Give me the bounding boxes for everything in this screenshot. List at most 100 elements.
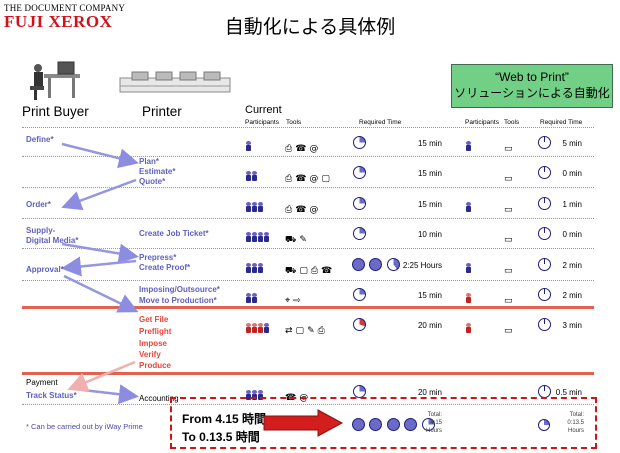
wtp-participants-header: Participants (465, 119, 499, 126)
wtp-tools-row-7: ▭ (504, 320, 516, 338)
reduction-arrow-icon (263, 409, 344, 437)
crosshair-icon: ⌖ (285, 296, 291, 306)
wtp-time-row-6: 2 min (562, 291, 582, 300)
web-to-print-subtitle: ソリューションによる自動化 (454, 86, 610, 100)
logo-tagline: THE DOCUMENT COMPANY (4, 3, 126, 13)
wtp-tools-row-4: ▭ (504, 229, 516, 247)
time-clocks-row-5 (352, 258, 400, 276)
wtp-tools-row-3: ▭ (504, 199, 516, 217)
time-row-2: 15 min (417, 169, 442, 178)
wtp-clock-row-1 (538, 136, 551, 154)
tools-row-7: ⇄▢✎⎙ (285, 320, 328, 338)
arrow-right-icon: ⇨ (293, 296, 301, 306)
time-row-5: 2:25 Hours (402, 261, 442, 270)
fax-icon: ☎ (295, 174, 307, 184)
participants-row-2 (246, 168, 258, 186)
step-quote: Quote* (139, 177, 166, 186)
step-estimate: Estimate* (139, 167, 176, 176)
edit-icon: ✎ (307, 326, 315, 336)
wtp-participants-row-1 (466, 138, 472, 156)
at-icon: @ (309, 205, 319, 215)
summary-from: From 4.15 時間 (182, 412, 267, 426)
page-title: 自動化による具体例 (224, 17, 396, 38)
step-create-proof: Create Proof* (139, 263, 191, 272)
summary-box (170, 397, 597, 449)
wtp-tools-header: Tools (504, 119, 520, 126)
delivery-icon: ⛟ (285, 235, 297, 245)
participants-row-5 (246, 260, 264, 278)
wtp-tools-row-2: ▭ (504, 168, 516, 186)
time-row-7: 20 min (417, 321, 442, 330)
step-produce: Produce (139, 361, 172, 370)
transfer-icon: ⇄ (285, 326, 293, 336)
print-buyer-illustration (30, 61, 80, 100)
wtp-tools-row-1: ▭ (504, 138, 516, 156)
row-divider (22, 156, 594, 157)
current-header: Current (245, 104, 282, 116)
time-row-8: 20 min (417, 388, 442, 397)
step-move-to-production: Move to Production* (139, 296, 217, 305)
wtp-time-row-8: 0.5 min (555, 388, 582, 397)
step-verify: Verify (139, 350, 161, 359)
wtp-summary-total-value: 0:13.5 (567, 420, 584, 426)
time-clock-row-2 (353, 166, 366, 184)
printer-icon: ⎙ (317, 326, 325, 336)
wtp-time-row-3: 1 min (562, 200, 582, 209)
row-divider (22, 187, 594, 188)
step-approval: Approval* (26, 265, 64, 274)
step-order: Order* (26, 200, 51, 209)
wtp-clock-row-6 (538, 288, 551, 306)
summary-total-value: 4:15 (430, 420, 442, 426)
step-preflight: Preflight (139, 327, 172, 336)
person-icon (246, 141, 251, 151)
computer-icon: ▭ (504, 205, 513, 215)
edit-icon: ✎ (299, 235, 307, 245)
participants-row-3 (246, 199, 264, 217)
time-clock-row-4 (353, 227, 366, 245)
web-to-print-title: “Web to Print” (495, 70, 569, 84)
participants-row-6 (246, 290, 258, 308)
fax-icon: ☎ (321, 266, 333, 276)
printer-press-illustration (119, 71, 231, 93)
web-to-print-box: “Web to Print” ソリューションによる自動化 (451, 64, 613, 108)
tools-row-1: ⎙☎@ (285, 138, 321, 156)
step-define: Define* (26, 135, 54, 144)
print-buyer-header: Print Buyer (22, 104, 89, 119)
computer-icon: ▭ (504, 266, 513, 276)
wtp-time-row-1: 5 min (562, 139, 582, 148)
wtp-time-row-5: 2 min (562, 261, 582, 270)
document-icon: ▢ (321, 174, 330, 184)
wtp-summary-clock (538, 418, 550, 436)
wtp-participants-row-5 (466, 260, 472, 278)
wtp-time-row-2: 0 min (562, 169, 582, 178)
time-clock-row-7 (353, 318, 366, 336)
computer-icon: ▭ (504, 174, 513, 184)
time-clock-row-6 (353, 288, 366, 306)
document-icon: ▢ (295, 326, 305, 336)
participants-row-7 (246, 320, 270, 338)
summary-to: To 0.13.5 時間 (182, 430, 260, 444)
tools-row-3: ⎙☎@ (285, 199, 321, 217)
required-time-header: Required Time (359, 119, 402, 126)
tools-row-5: ⛟▢⎙☎ (285, 260, 335, 278)
computer-icon: ▭ (504, 296, 513, 306)
participants-header: Participants (245, 119, 279, 126)
delivery-icon: ⛟ (285, 266, 297, 276)
production-divider-bottom (22, 372, 594, 375)
wtp-participants-row-6 (466, 290, 472, 308)
document-icon: ▢ (299, 266, 308, 276)
participants-row-4 (246, 229, 270, 247)
step-payment: Payment (26, 378, 58, 387)
step-track-status: Track Status* (26, 391, 77, 400)
printer-header: Printer (142, 104, 182, 119)
row-divider (22, 218, 594, 219)
wtp-clock-row-7 (538, 318, 551, 336)
step-supply: Supply- (26, 226, 56, 235)
tools-header: Tools (286, 119, 302, 126)
wtp-clock-row-3 (538, 197, 551, 215)
wtp-clock-row-5 (538, 258, 551, 276)
time-row-1: 15 min (417, 139, 442, 148)
computer-icon: ▭ (504, 326, 513, 336)
wtp-time-row-7: 3 min (562, 321, 582, 330)
wtp-participants-row-3 (466, 199, 472, 217)
